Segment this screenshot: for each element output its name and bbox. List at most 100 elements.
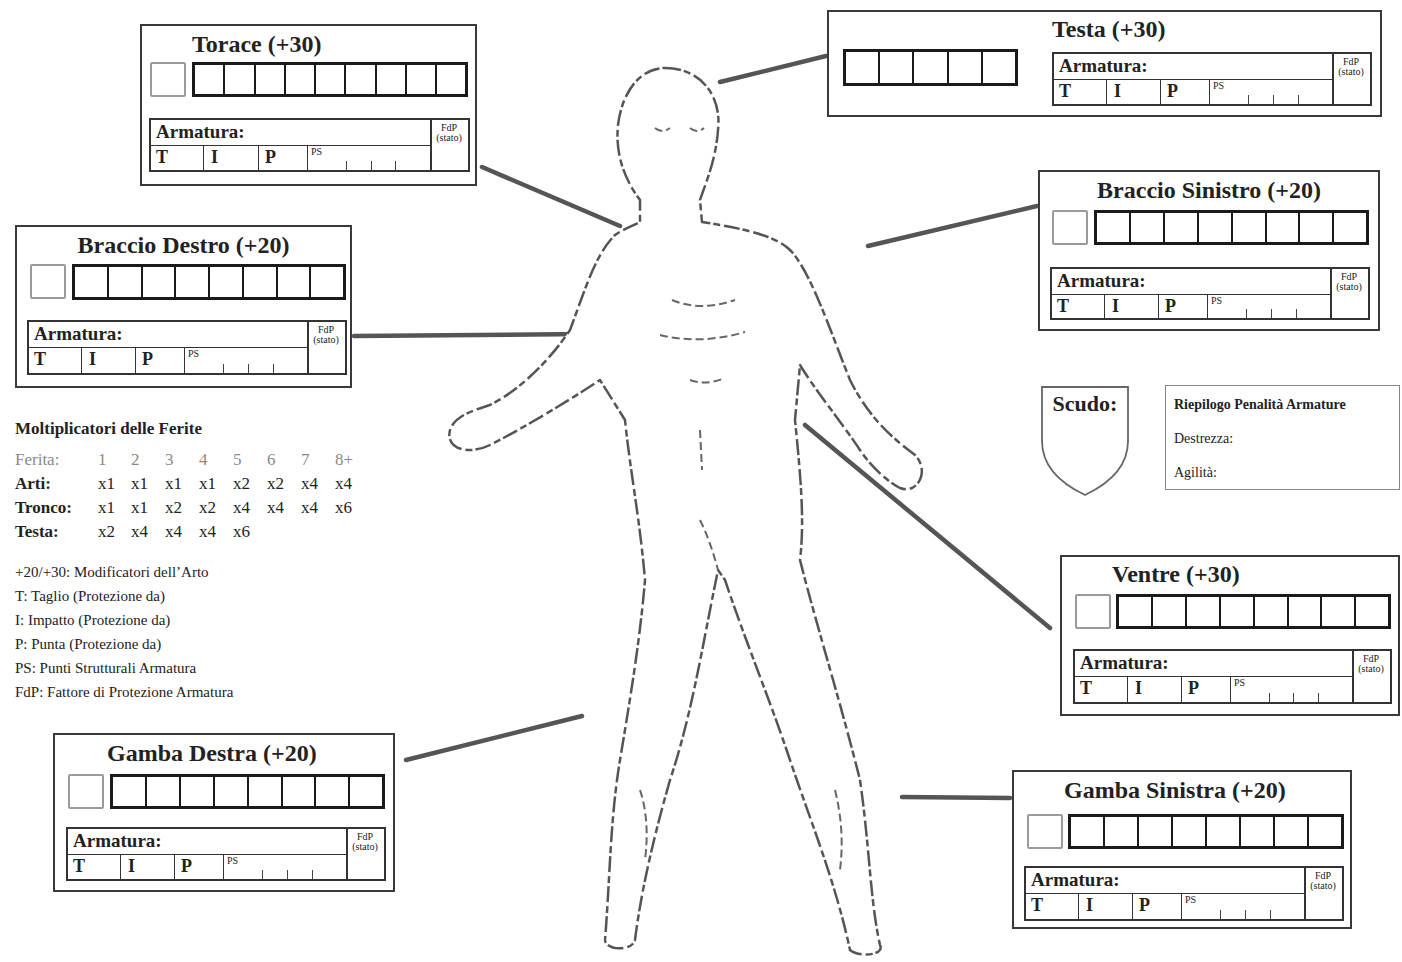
table-cell: x2 bbox=[165, 498, 182, 518]
protection-letter: T bbox=[1031, 895, 1043, 915]
protection-letter: I bbox=[211, 147, 218, 167]
legend-note: PS: Punti Strutturali Armatura bbox=[15, 659, 196, 677]
protection-letter: T bbox=[1080, 678, 1092, 698]
wound-box bbox=[223, 65, 253, 94]
wound-box bbox=[281, 777, 315, 806]
wound-boxes bbox=[1116, 594, 1391, 629]
wound-box bbox=[141, 267, 175, 297]
wound-box bbox=[195, 65, 223, 94]
table-cell: x4 bbox=[335, 474, 352, 494]
wound-box bbox=[242, 267, 276, 297]
armour-box: Armatura:FdP (stato)TIPPS bbox=[1073, 649, 1392, 704]
body-part-panel: Gamba Sinistra (+20) Armatura:FdP (stato)… bbox=[1012, 770, 1352, 929]
rule bbox=[430, 120, 432, 170]
wound-box bbox=[1185, 597, 1219, 626]
legend-note: FdP: Fattore di Protezione Armatura bbox=[15, 683, 233, 701]
wound-box bbox=[174, 267, 208, 297]
rule bbox=[1075, 676, 1352, 677]
table-cell: x1 bbox=[131, 498, 148, 518]
table-cell: x1 bbox=[98, 474, 115, 494]
wound-boxes bbox=[72, 264, 346, 300]
wound-box bbox=[1119, 597, 1151, 626]
wound-box bbox=[1265, 213, 1299, 242]
wound-boxes bbox=[1094, 210, 1369, 245]
table-cell: 8+ bbox=[335, 450, 353, 470]
rule bbox=[1181, 893, 1182, 919]
ps-tick bbox=[223, 364, 224, 373]
rule bbox=[29, 347, 307, 348]
wound-box bbox=[1332, 213, 1366, 242]
ps-tick bbox=[371, 161, 372, 170]
wound-box bbox=[1354, 597, 1388, 626]
body-part-panel: Torace (+30)Armatura:FdP (stato)TIPPS bbox=[140, 24, 477, 186]
rule bbox=[203, 145, 204, 170]
rule bbox=[1181, 676, 1182, 702]
rule bbox=[1332, 54, 1334, 104]
wound-box bbox=[314, 777, 348, 806]
table-cell: x1 bbox=[199, 474, 216, 494]
summary-field: Destrezza: bbox=[1174, 430, 1233, 447]
wound-box bbox=[1231, 213, 1265, 242]
rule bbox=[1026, 893, 1304, 894]
table-cell: 1 bbox=[98, 450, 107, 470]
wound-box bbox=[1239, 817, 1273, 846]
wound-box bbox=[145, 777, 179, 806]
armour-label: Armatura: bbox=[1059, 55, 1148, 77]
table-cell: 4 bbox=[199, 450, 208, 470]
status-square bbox=[1075, 594, 1111, 629]
wound-box bbox=[405, 65, 435, 94]
ps-label: PS bbox=[1185, 894, 1196, 905]
armour-box: Armatura:FdP (stato)TIPPS bbox=[66, 827, 386, 881]
protection-letter: P bbox=[1165, 296, 1176, 316]
ps-tick bbox=[287, 870, 288, 879]
table-cell: 5 bbox=[233, 450, 242, 470]
status-square bbox=[30, 264, 66, 299]
rule bbox=[1160, 79, 1161, 104]
wound-box bbox=[1163, 213, 1197, 242]
wound-box bbox=[254, 65, 284, 94]
rule bbox=[1078, 893, 1079, 919]
wound-box bbox=[284, 65, 314, 94]
wound-box bbox=[309, 267, 343, 297]
wound-box bbox=[1071, 817, 1103, 846]
rule bbox=[1104, 294, 1105, 318]
ps-tick bbox=[1273, 95, 1274, 104]
wound-box bbox=[344, 65, 374, 94]
table-cell: 3 bbox=[165, 450, 174, 470]
part-title: Gamba Sinistra (+20) bbox=[1064, 776, 1286, 804]
ps-tick bbox=[1293, 693, 1294, 702]
ps-tick bbox=[1248, 95, 1249, 104]
armour-box: Armatura:FdP (stato)TIPPS bbox=[1024, 866, 1344, 921]
rule bbox=[184, 347, 185, 373]
rule bbox=[81, 347, 82, 373]
table-cell: 2 bbox=[131, 450, 140, 470]
wound-box bbox=[213, 777, 247, 806]
ps-label: PS bbox=[311, 146, 322, 157]
rule bbox=[1352, 651, 1354, 702]
wound-box bbox=[208, 267, 242, 297]
row-header: Ferita: bbox=[15, 450, 59, 470]
rule bbox=[120, 854, 121, 879]
wound-box bbox=[1197, 213, 1231, 242]
wound-box bbox=[1103, 817, 1137, 846]
table-cell: x2 bbox=[267, 474, 284, 494]
table-cell: x4 bbox=[301, 498, 318, 518]
wound-box bbox=[314, 65, 344, 94]
body-part-panel: Gamba Destra (+20)Armatura:FdP (stato)TI… bbox=[53, 733, 395, 892]
wound-box bbox=[846, 52, 878, 83]
protection-letter: I bbox=[1135, 678, 1142, 698]
table-cell: x4 bbox=[233, 498, 250, 518]
rule bbox=[307, 145, 308, 170]
ps-label: PS bbox=[1211, 295, 1222, 306]
rule bbox=[1054, 79, 1332, 80]
table-cell: x6 bbox=[233, 522, 250, 542]
table-cell: x4 bbox=[301, 474, 318, 494]
status-square bbox=[150, 62, 186, 97]
wound-box bbox=[981, 52, 1015, 83]
wound-box bbox=[947, 52, 981, 83]
table-cell: x2 bbox=[98, 522, 115, 542]
ps-tick bbox=[312, 870, 313, 879]
part-title: Ventre (+30) bbox=[1112, 560, 1240, 588]
ps-label: PS bbox=[188, 348, 199, 359]
part-title: Torace (+30) bbox=[192, 30, 321, 58]
